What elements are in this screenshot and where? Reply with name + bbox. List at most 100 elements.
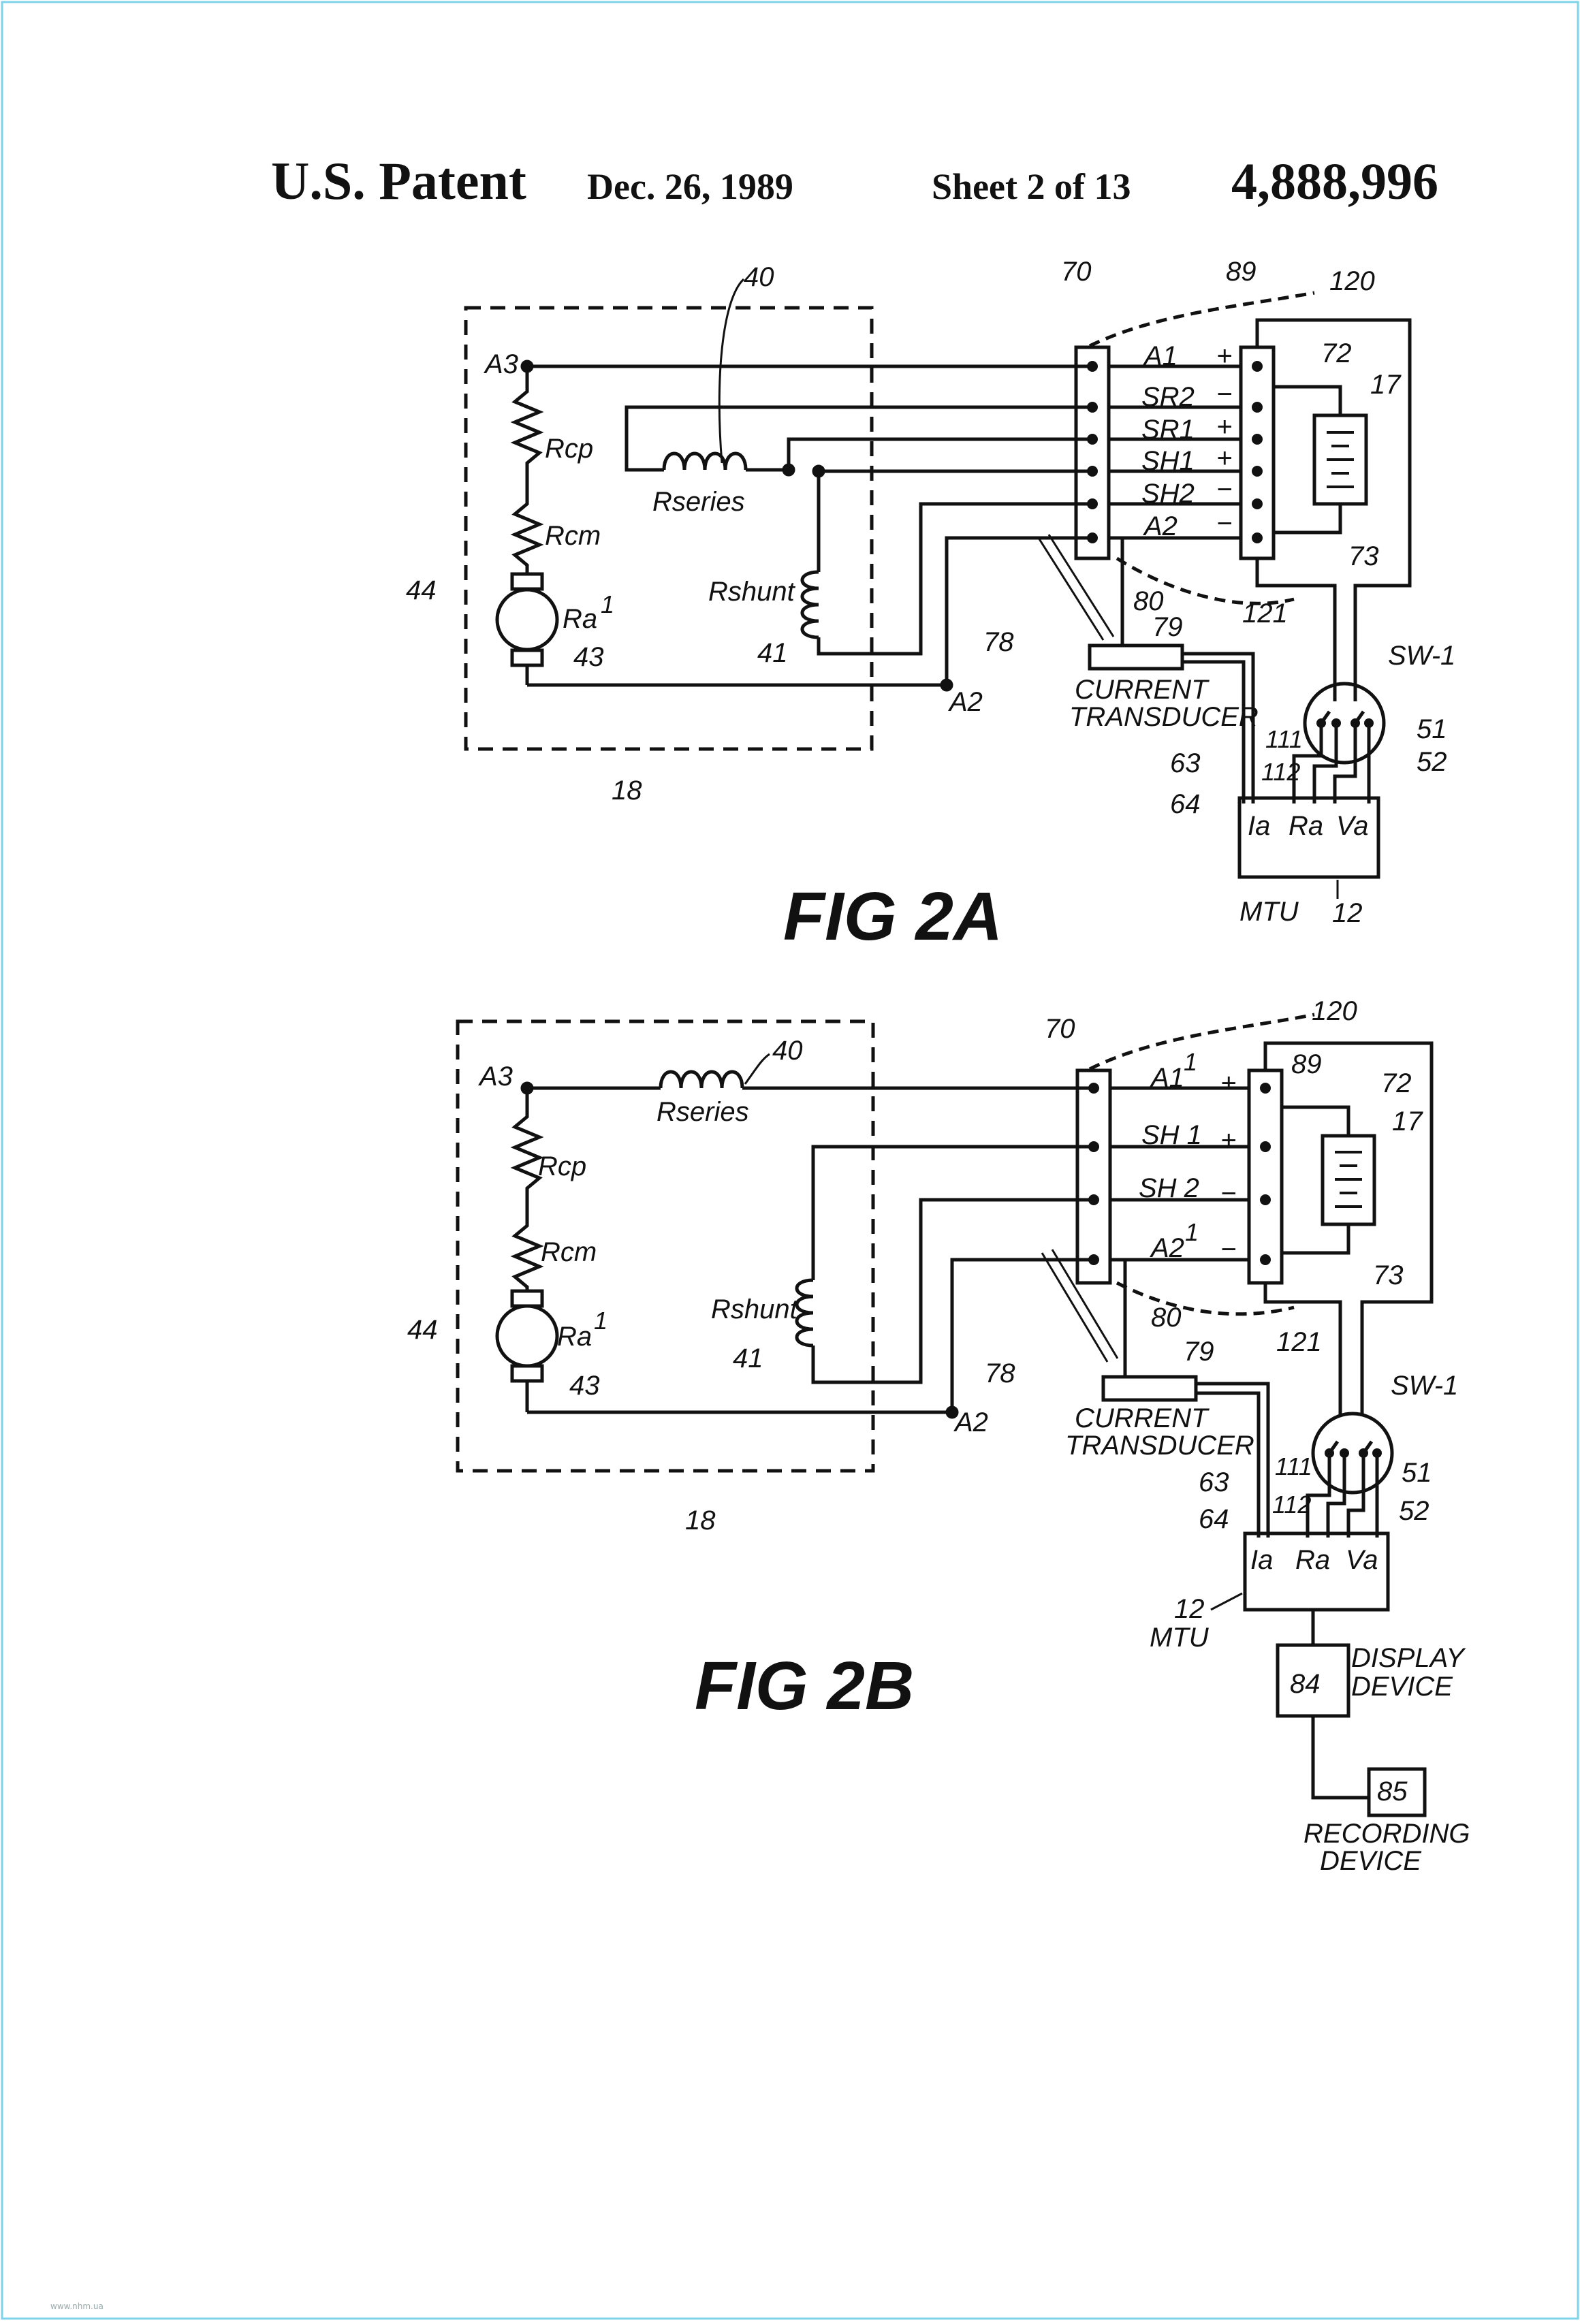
ref-72: 72 <box>1381 1068 1412 1098</box>
transducer-line1: CURRENT <box>1075 675 1210 705</box>
terminal-sign: + <box>1216 443 1232 473</box>
terminal-strip-70 <box>1074 345 1111 560</box>
ref-72: 72 <box>1321 338 1352 368</box>
terminal-sign: − <box>1216 475 1232 505</box>
ref-70: 70 <box>1061 257 1092 287</box>
ref-40: 40 <box>772 1036 803 1066</box>
figure-2a <box>464 291 1412 879</box>
ref-43: 43 <box>569 1371 600 1401</box>
transducer-line1: CURRENT <box>1075 1403 1210 1433</box>
header-sheet: Sheet 2 of 13 <box>932 166 1131 207</box>
ref-43: 43 <box>573 642 604 672</box>
ref-121: 121 <box>1242 599 1288 628</box>
current-transducer-2b <box>1101 1375 1198 1402</box>
display-line2: DEVICE <box>1351 1672 1453 1702</box>
terminal-label: SH 1 <box>1141 1120 1202 1150</box>
recording-line2: DEVICE <box>1320 1846 1422 1876</box>
label-rcp: Rcp <box>545 434 593 464</box>
terminal-label: SR1 <box>1141 415 1195 445</box>
ref-78: 78 <box>983 627 1014 657</box>
label-rseries: Rseries <box>652 487 745 517</box>
ref-79: 79 <box>1152 612 1183 642</box>
label-rcm: Rcm <box>541 1237 597 1267</box>
terminal-strip-70 <box>1075 1068 1112 1285</box>
display-line1: DISPLAY <box>1351 1643 1466 1673</box>
ref-41: 41 <box>733 1343 763 1373</box>
mtu-input-ra: Ra <box>1295 1545 1330 1575</box>
label-ra-sup: 1 <box>594 1307 607 1335</box>
ref-112: 112 <box>1272 1491 1311 1518</box>
recording-line1: RECORDING <box>1304 1819 1470 1849</box>
terminal-label: A1 <box>1143 341 1178 371</box>
label-ra-sup: 1 <box>601 590 614 618</box>
ref-73: 73 <box>1373 1260 1404 1290</box>
ref-70: 70 <box>1045 1014 1075 1044</box>
ref-64: 64 <box>1199 1504 1229 1534</box>
mtu-box-2b <box>1243 1531 1390 1612</box>
ref-51: 51 <box>1402 1458 1432 1488</box>
connector-89 <box>1239 345 1276 560</box>
label-a2: A2 <box>948 687 983 717</box>
ref-12: 12 <box>1174 1594 1205 1624</box>
terminal-sign: − <box>1216 379 1232 409</box>
ref-120: 120 <box>1312 996 1357 1026</box>
ref-80: 80 <box>1133 586 1164 616</box>
ref-44: 44 <box>406 575 437 605</box>
ref-111: 111 <box>1265 725 1303 753</box>
ref-40: 40 <box>744 262 774 292</box>
mtu-input-ia: Ia <box>1248 811 1270 841</box>
label-mtu: MTU <box>1150 1623 1210 1653</box>
terminal-sign: − <box>1220 1235 1236 1264</box>
armature <box>495 1304 559 1368</box>
label-sw1: SW-1 <box>1391 1371 1458 1401</box>
ref-64: 64 <box>1170 789 1201 819</box>
label-rshunt: Rshunt <box>708 577 796 607</box>
label-ra: Ra <box>557 1322 592 1352</box>
switch-sw1-2b <box>1311 1412 1394 1495</box>
shunt-coil <box>800 570 819 639</box>
ref-80: 80 <box>1151 1303 1182 1333</box>
motor-box <box>456 1019 875 1473</box>
ref-51: 51 <box>1417 714 1447 744</box>
ref-89: 89 <box>1226 257 1257 287</box>
ref-52: 52 <box>1417 747 1447 777</box>
terminal-sign: − <box>1216 509 1232 539</box>
ref-44: 44 <box>407 1315 438 1345</box>
fig-2b-caption: FIG 2B <box>695 1648 914 1724</box>
header-number: 4,888,996 <box>1231 153 1438 210</box>
label-a3: A3 <box>478 1062 513 1092</box>
terminal-sign: + <box>1216 341 1232 371</box>
terminal-label: SH2 <box>1141 479 1195 509</box>
series-coil <box>662 451 748 471</box>
ref-78: 78 <box>985 1358 1015 1388</box>
ref-18: 18 <box>612 776 642 806</box>
ref-84: 84 <box>1290 1669 1321 1699</box>
mtu-input-ra: Ra <box>1289 811 1323 841</box>
label-rshunt: Rshunt <box>711 1294 799 1324</box>
terminal-sup: 1 <box>1184 1048 1197 1076</box>
transducer-line2: TRANSDUCER <box>1065 1431 1254 1461</box>
transducer-line2: TRANSDUCER <box>1069 702 1259 732</box>
motor-box <box>464 306 874 751</box>
shunt-coil <box>795 1278 814 1348</box>
ref-63: 63 <box>1199 1467 1229 1497</box>
terminal-labels-2b: A1 1 + SH 1 + SH 2 − A2 1 − <box>1139 1048 1236 1264</box>
series-coil <box>659 1070 744 1089</box>
ref-12: 12 <box>1332 898 1363 928</box>
connector-89 <box>1247 1068 1284 1285</box>
ref-73: 73 <box>1348 541 1379 571</box>
recording-device-85 <box>1367 1767 1427 1817</box>
figure-2a-labels: A3 Rcp Rcm Ra 1 44 43 Rseries 40 Rshunt … <box>406 257 1455 955</box>
ref-63: 63 <box>1170 748 1201 778</box>
mtu-input-va: Va <box>1336 811 1368 841</box>
terminal-label: A2 <box>1143 511 1178 541</box>
terminal-label: SR2 <box>1141 382 1195 412</box>
terminal-sign: + <box>1220 1126 1236 1156</box>
terminal-label: SH 2 <box>1139 1173 1199 1203</box>
mtu-input-va: Va <box>1346 1545 1378 1575</box>
terminal-sign: + <box>1216 412 1232 442</box>
brush-bottom <box>510 648 544 667</box>
mtu-box-2a <box>1237 796 1380 879</box>
